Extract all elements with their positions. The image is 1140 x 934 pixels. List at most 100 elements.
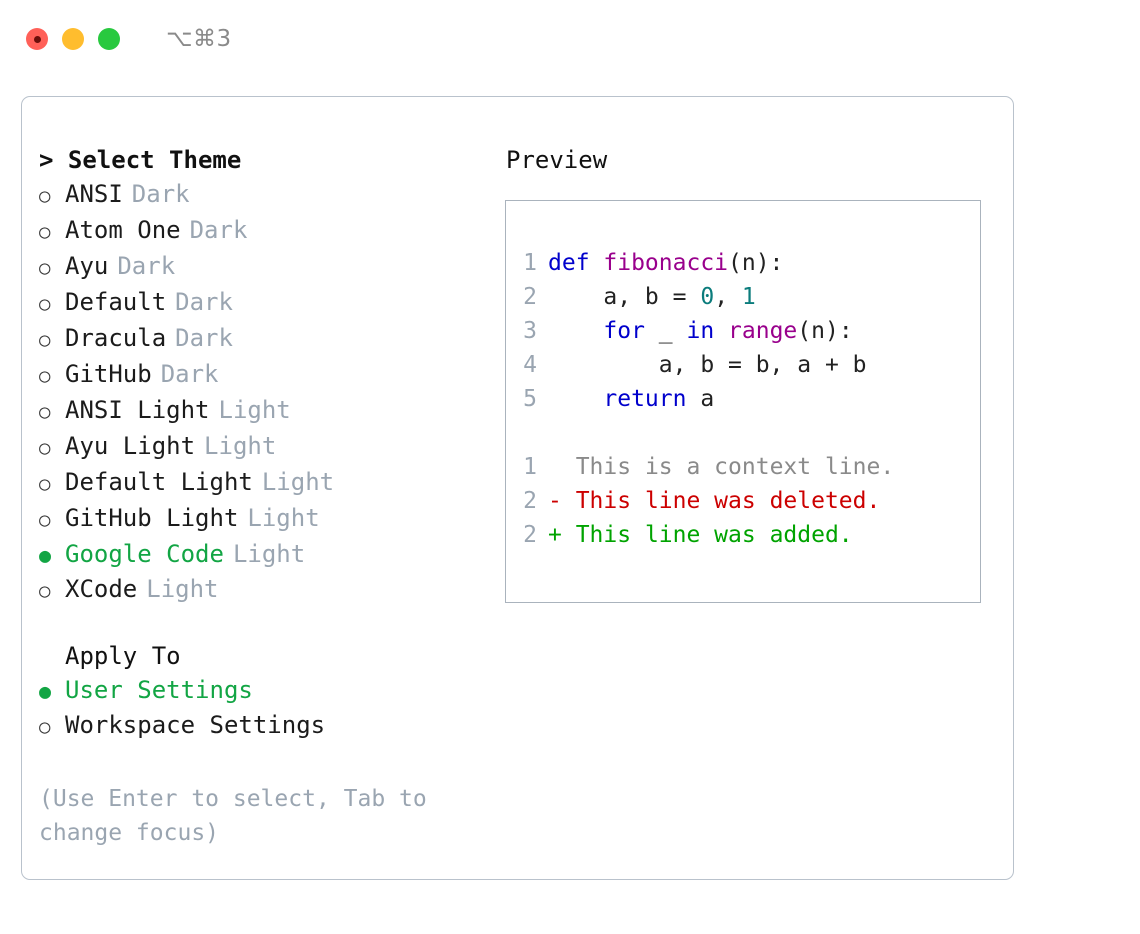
- code-text: def fibonacci(n):: [548, 246, 783, 280]
- apply-to-item[interactable]: ● User Settings: [39, 673, 501, 708]
- diff-line-add: 2 + This line was added.: [506, 518, 980, 552]
- radio-unselected-icon[interactable]: ○: [39, 580, 51, 602]
- radio-selected-icon[interactable]: ●: [39, 679, 52, 703]
- theme-list-item[interactable]: ○ ANSI Light Light: [39, 393, 501, 429]
- diff-text: This is a context line.: [575, 454, 895, 480]
- theme-category-tag: Dark: [117, 252, 176, 280]
- apply-to-label: User Settings: [65, 676, 253, 704]
- theme-category-tag: Light: [218, 396, 291, 424]
- diff-marker: [548, 450, 576, 484]
- minimize-window-button[interactable]: [62, 28, 84, 50]
- code-token-txt: [548, 318, 603, 344]
- theme-name: GitHub: [65, 360, 152, 388]
- code-token-txt: a, b = b, a + b: [548, 352, 867, 378]
- line-number: 2: [523, 284, 537, 310]
- close-window-button[interactable]: [26, 28, 48, 50]
- maximize-window-button[interactable]: [98, 28, 120, 50]
- code-token-fn: fibonacci: [603, 250, 729, 276]
- theme-category-tag: Dark: [175, 288, 233, 316]
- theme-category-tag: Dark: [131, 180, 190, 208]
- line-number: 2: [523, 488, 537, 514]
- preview-header: Preview: [506, 146, 608, 174]
- radio-unselected-icon[interactable]: ○: [39, 329, 51, 351]
- keyboard-shortcut-label: ⌥⌘3: [166, 26, 232, 52]
- code-token-txt: ,: [714, 284, 742, 310]
- title-bar: ⌥⌘3: [0, 0, 1140, 78]
- theme-list-item[interactable]: ○ Default Dark: [39, 285, 501, 321]
- radio-unselected-icon[interactable]: ○: [39, 401, 51, 423]
- code-token-num: 1: [741, 284, 756, 310]
- radio-unselected-icon[interactable]: ○: [39, 257, 51, 279]
- apply-to-item[interactable]: ○Workspace Settings: [39, 708, 501, 744]
- theme-category-tag: Dark: [189, 216, 248, 244]
- theme-name: ANSI Light: [65, 396, 210, 424]
- code-token-kw: def: [548, 250, 604, 276]
- theme-list-item[interactable]: ○ Default Light Light: [39, 465, 501, 501]
- code-token-fn: range: [728, 318, 798, 344]
- diff-marker: -: [548, 488, 576, 514]
- radio-unselected-icon[interactable]: ○: [39, 365, 51, 387]
- radio-unselected-icon[interactable]: ○: [39, 185, 51, 207]
- line-number: 3: [523, 318, 537, 344]
- theme-category-tag: Light: [261, 468, 335, 496]
- line-number: 1: [523, 454, 537, 480]
- theme-list-item[interactable]: ○ ANSI Dark: [39, 177, 501, 213]
- theme-category-tag: Light: [146, 575, 219, 603]
- radio-unselected-icon[interactable]: ○: [39, 437, 51, 459]
- theme-name: Google Code: [65, 540, 224, 568]
- theme-name: ANSI: [65, 180, 123, 208]
- code-text: a, b = b, a + b: [548, 348, 867, 382]
- diff-line-del: 2- This line was deleted.: [506, 484, 980, 518]
- theme-category-tag: Dark: [175, 324, 233, 352]
- radio-unselected-icon[interactable]: ○: [39, 473, 51, 495]
- diff-text: This line was added.: [575, 522, 853, 548]
- code-diff-spacer: [506, 416, 980, 450]
- code-token-txt: a, b =: [548, 284, 701, 310]
- keyboard-hint-text: (Use Enter to select, Tab to change focu…: [39, 786, 427, 846]
- code-token-txt: [548, 386, 603, 412]
- radio-unselected-icon[interactable]: ○: [39, 716, 51, 738]
- code-token-num: 0: [700, 284, 715, 310]
- code-token-txt: a: [686, 386, 715, 412]
- theme-name: Default: [65, 288, 167, 316]
- section-spacer: [39, 608, 501, 639]
- theme-list-item[interactable]: ○ GitHub Dark: [39, 357, 501, 393]
- theme-name: Default Light: [65, 468, 253, 496]
- code-token-txt: _: [644, 318, 687, 344]
- line-number: 4: [523, 352, 537, 378]
- line-number: 2: [523, 522, 537, 548]
- traffic-lights: [26, 28, 120, 50]
- radio-unselected-icon[interactable]: ○: [39, 221, 51, 243]
- diff-line-ctx: 1 This is a context line.: [506, 450, 980, 484]
- radio-unselected-icon[interactable]: ○: [39, 509, 51, 531]
- diff-sample: 1 This is a context line.2- This line wa…: [506, 450, 980, 552]
- diff-text: This line was deleted.: [575, 488, 881, 514]
- radio-selected-icon[interactable]: ●: [39, 543, 52, 567]
- theme-category-tag: Dark: [160, 360, 219, 388]
- code-line: 2 a, b = 0, 1: [506, 280, 980, 314]
- code-text: a, b = 0, 1: [548, 280, 756, 314]
- diff-marker: +: [548, 522, 576, 548]
- radio-unselected-icon[interactable]: ○: [39, 293, 51, 315]
- code-token-txt: (n):: [728, 250, 784, 276]
- theme-category-tag: Light: [204, 432, 277, 460]
- theme-name: GitHub Light: [65, 504, 239, 532]
- code-token-kw: return: [603, 386, 687, 412]
- code-line: 4 a, b = b, a + b: [506, 348, 980, 382]
- code-token-txt: (n):: [797, 318, 853, 344]
